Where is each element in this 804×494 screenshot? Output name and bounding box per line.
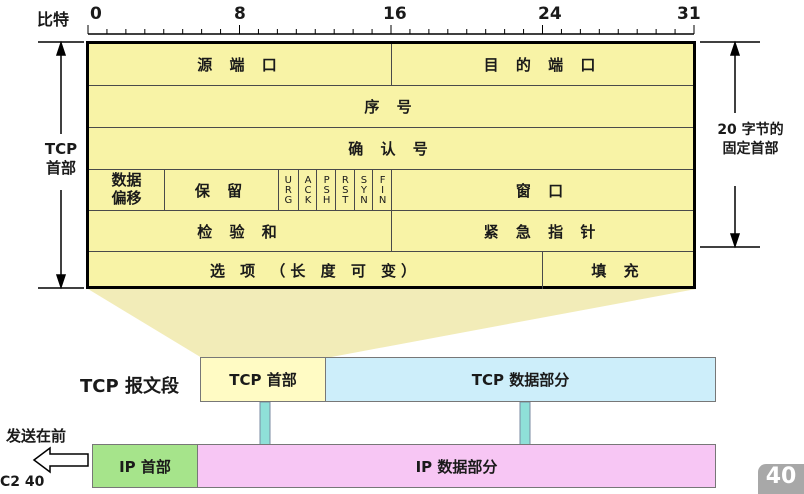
padding-field: 填 充 (591, 262, 645, 280)
bit-mark-16: 16 (383, 4, 407, 24)
dest-port-field: 目 的 端 口 (483, 56, 602, 74)
sequence-number-field: 序 号 (364, 98, 418, 116)
bit-mark-0: 0 (90, 4, 102, 24)
data-offset-field: 数据 偏移 (111, 171, 142, 207)
send-first-arrow (32, 446, 89, 474)
source-port-field: 源 端 口 (197, 56, 283, 74)
tcp-segment-label: TCP 报文段 (80, 376, 179, 397)
fixed-header-label: 20 字节的 固定首部 (717, 122, 784, 157)
options-field: 选 项 （长 度 可 变） (209, 262, 422, 280)
bit-ruler-ticks (87, 25, 695, 35)
tcp-header-block: TCP 首部 (200, 357, 326, 402)
ip-header-block: IP 首部 (92, 444, 198, 488)
checksum-field: 检 验 和 (197, 222, 283, 241)
bit-mark-8: 8 (234, 4, 246, 24)
tcp-header-label: TCP 首部 (44, 140, 78, 177)
header-projection (88, 289, 696, 358)
footer-clipped-text: C2 40 (0, 474, 45, 490)
tcp-data-block: TCP 数据部分 (325, 357, 716, 402)
window-field: 窗 口 (515, 181, 570, 200)
ack-number-field: 确 认 号 (348, 140, 434, 158)
reserved-field: 保 留 (194, 181, 249, 200)
right-height-arrow (700, 40, 760, 249)
bit-mark-24: 24 (538, 4, 562, 24)
left-height-arrow (38, 40, 84, 290)
bit-axis-label: 比特 (37, 10, 70, 29)
page-number: 40 (758, 464, 804, 494)
urgent-pointer-field: 紧 急 指 针 (483, 222, 602, 241)
bit-mark-31: 31 (677, 4, 701, 24)
ip-data-block: IP 数据部分 (197, 444, 716, 488)
send-first-label: 发送在前 (6, 427, 67, 445)
